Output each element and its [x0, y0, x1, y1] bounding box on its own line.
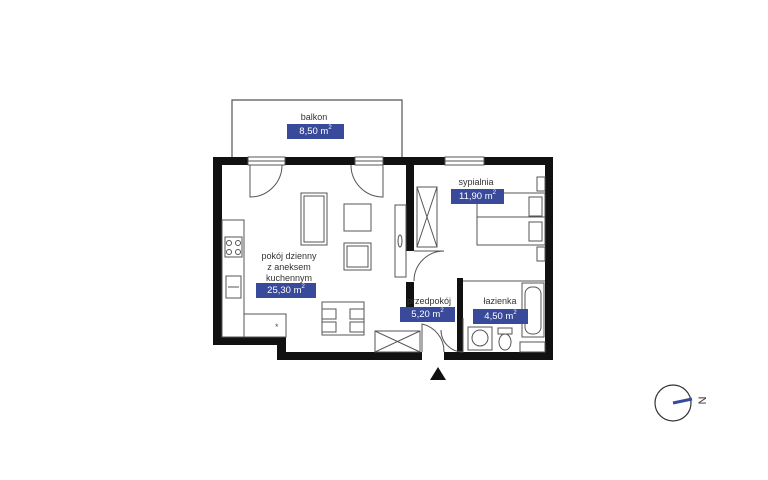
balcony-outline: [231, 99, 403, 157]
living-label-line-1: pokój dzienny: [261, 251, 317, 261]
hall-area-badge: 5,20 m2: [400, 307, 455, 322]
bathroom-area-badge: 4,50 m2: [473, 309, 528, 324]
balcony-area-badge: 8,50 m2: [287, 124, 344, 139]
bedroom-area-unit: 2: [492, 190, 496, 196]
bedroom-area: 11,90 m: [459, 191, 493, 202]
bedroom-furniture: [416, 176, 546, 262]
living-label-line-3: kuchennym: [265, 273, 313, 283]
living-area-unit: 2: [301, 284, 305, 290]
bathroom-fixtures: [463, 280, 546, 353]
living-area-badge: 25,30 m2: [256, 283, 316, 298]
bedroom-area-badge: 11,90 m2: [451, 189, 504, 204]
living-label-line-2: z aneksem: [267, 262, 311, 272]
hall-area-unit: 2: [440, 308, 444, 314]
svg-text:*: *: [275, 322, 279, 332]
balcony-area: 8,50 m: [299, 126, 329, 137]
living-furniture: [300, 192, 407, 336]
doors: [249, 164, 464, 353]
bathroom-label: łazienka: [483, 296, 517, 306]
bedroom-label: sypialnia: [458, 177, 494, 187]
kitchen: *: [221, 219, 287, 338]
living-area: 25,30 m: [267, 285, 302, 296]
bathroom-area: 4,50 m: [484, 311, 514, 322]
balcony-label: balkon: [300, 112, 328, 122]
hall-wardrobe: [374, 330, 421, 353]
hall-area: 5,20 m: [411, 309, 441, 320]
entrance-arrow-icon: [430, 367, 446, 380]
bathroom-area-unit: 2: [513, 310, 517, 316]
walls: [213, 157, 553, 360]
hall-label: przedpokój: [406, 296, 452, 306]
compass-icon: [654, 384, 693, 422]
compass-letter: N: [695, 396, 708, 405]
balcony-area-unit: 2: [328, 125, 332, 131]
living-label: pokój dzienny z aneksem kuchennym: [250, 251, 328, 284]
windows: [247, 156, 485, 166]
